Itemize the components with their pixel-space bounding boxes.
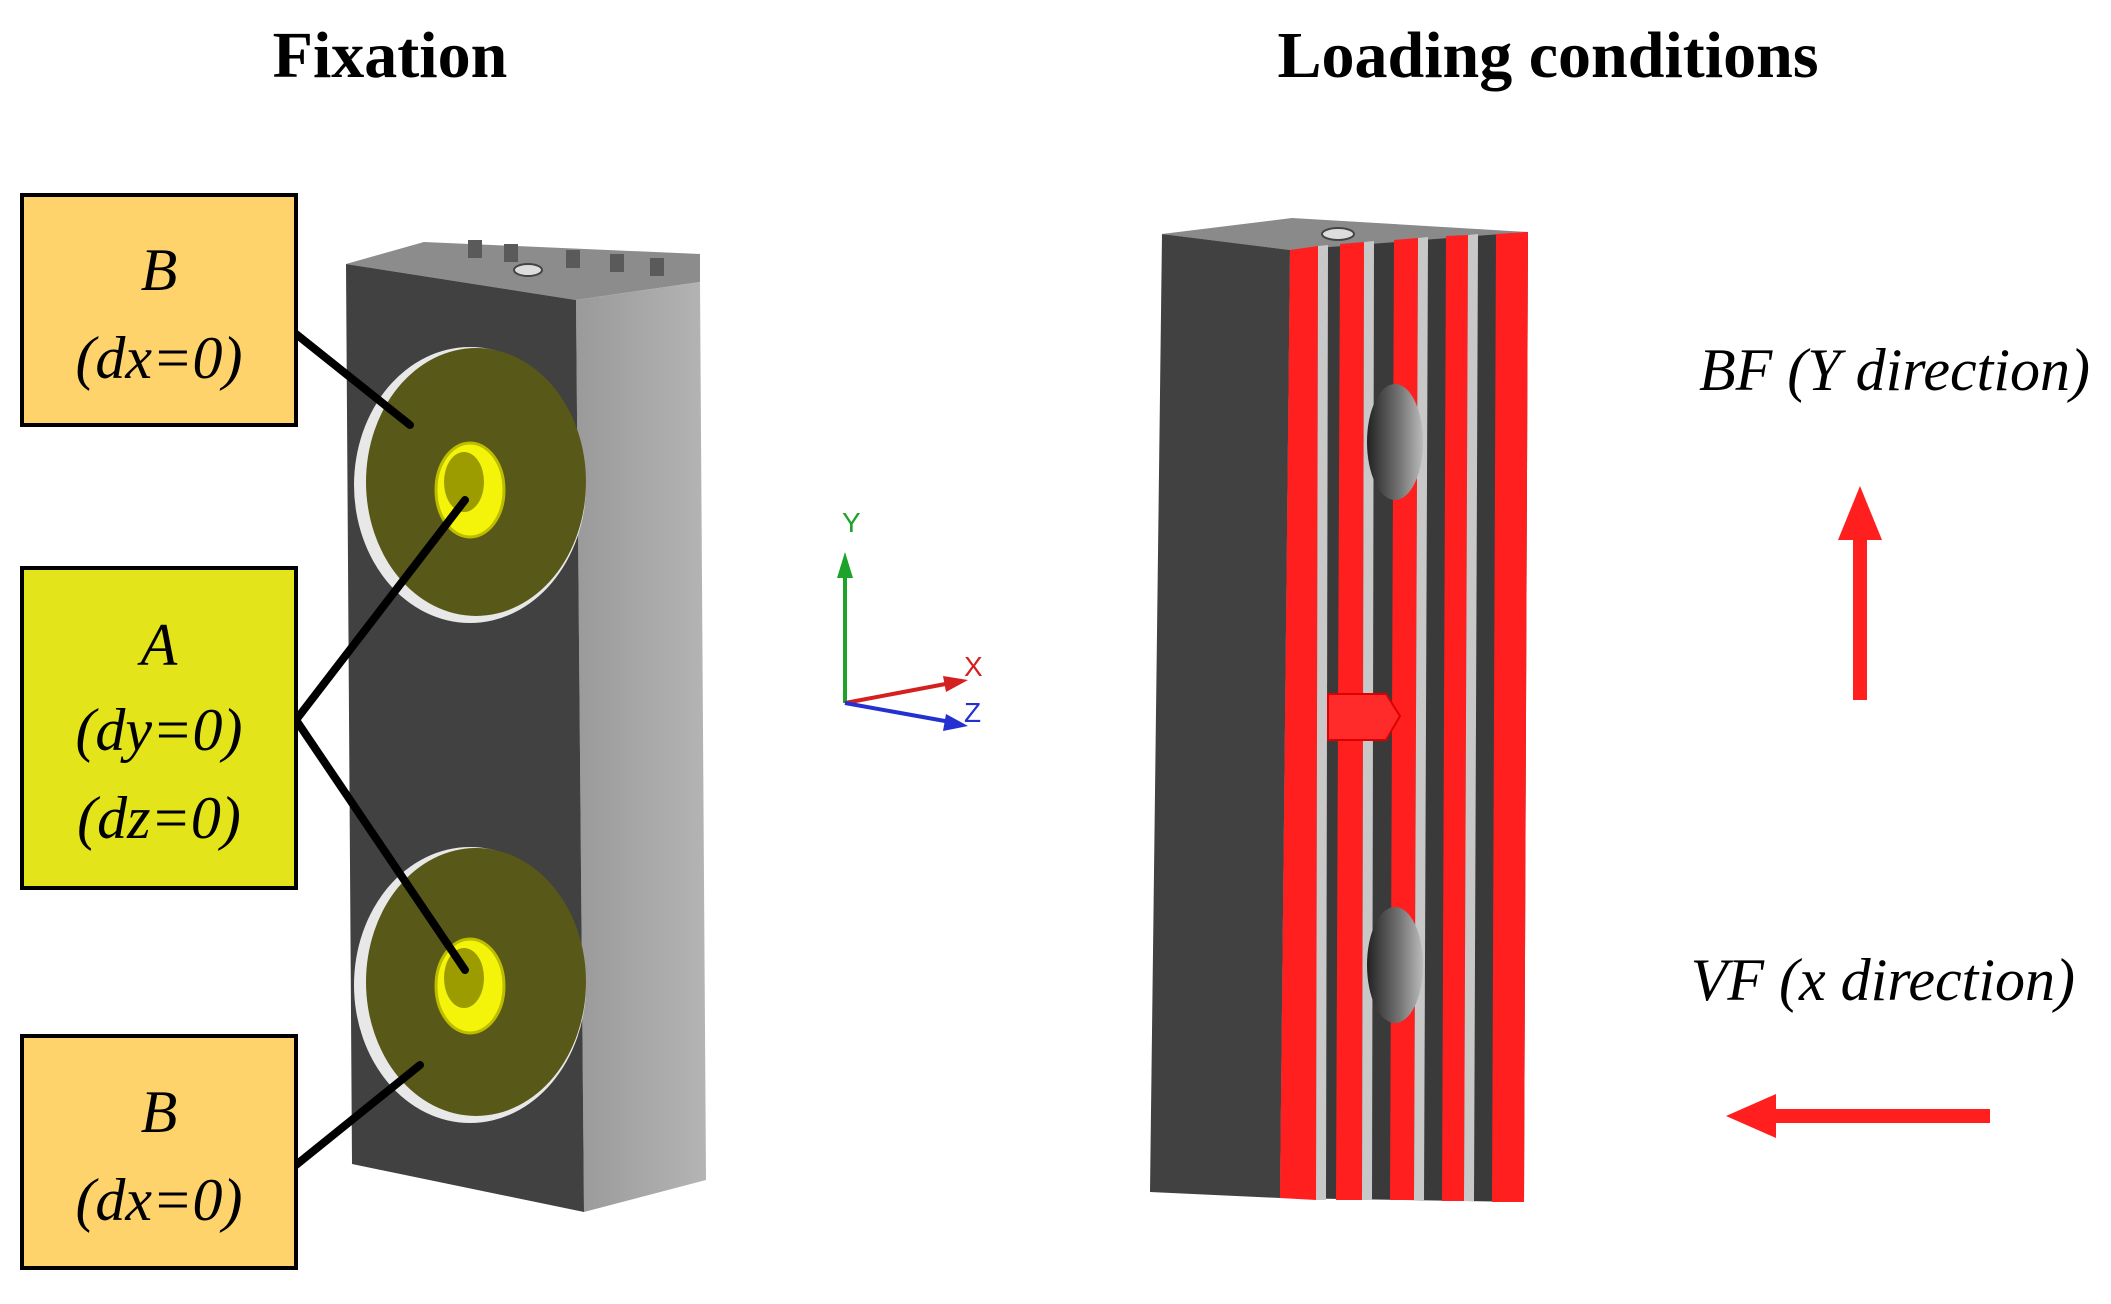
rib-5 (1492, 232, 1528, 1202)
upper-through-hole (1367, 384, 1423, 500)
label-box-b-bottom: B (dx=0) (20, 1034, 298, 1270)
block-top-hole (513, 263, 543, 277)
leader-a-lower (292, 716, 469, 974)
label-box-a: A (dy=0) (dz=0) (20, 566, 298, 890)
fixation-block (346, 240, 706, 1212)
vf-arrow-head (1726, 1094, 1776, 1138)
leader-lines (292, 330, 469, 1169)
fixation-title: Fixation (273, 19, 508, 92)
box-a-line2: (dy=0) (75, 697, 242, 763)
box-b-bottom-line2: (dx=0) (75, 1167, 242, 1233)
load-marker (1327, 693, 1402, 741)
upper-hole-inner (444, 452, 484, 512)
rib-4 (1442, 235, 1468, 1201)
loading-holes (1367, 384, 1423, 1023)
loading-block-front-face (1150, 234, 1290, 1198)
lower-through-hole (1367, 907, 1423, 1023)
axis-z-line (844, 701, 957, 725)
axis-y-label: Y (842, 507, 861, 538)
vf-arrow (1726, 1094, 1990, 1138)
lower-hole-inner (444, 948, 484, 1008)
leader-bottom-b (292, 1061, 424, 1169)
box-b-top-line2: (dx=0) (75, 325, 242, 391)
axis-y-arrowhead (837, 552, 853, 578)
block-side-face (576, 282, 706, 1212)
axis-x-line (844, 680, 957, 705)
vf-label: VF (x direction) (1691, 947, 2075, 1013)
leader-top-b (292, 330, 414, 429)
rib-1-edge (1316, 245, 1328, 1200)
axis-x-arrowhead (943, 676, 968, 692)
box-b-bottom-line1: B (141, 1079, 178, 1145)
bf-label: BF (Y direction) (1699, 337, 2090, 403)
rib-4-edge (1464, 234, 1478, 1201)
bf-arrow (1838, 486, 1882, 700)
axis-triad: Y X Z (837, 507, 983, 731)
loading-title: Loading conditions (1277, 19, 1818, 92)
rib-1 (1280, 246, 1318, 1200)
axis-x-label: X (964, 651, 983, 682)
block-top-notches (468, 240, 664, 276)
box-a-line1: A (137, 612, 178, 678)
loading-block (1150, 218, 1528, 1202)
leader-a-upper (292, 496, 469, 724)
axis-z-arrowhead (943, 714, 968, 731)
bf-arrow-head (1838, 486, 1882, 540)
box-b-top-line1: B (141, 237, 178, 303)
loading-block-top-hole (1321, 227, 1355, 241)
box-a-line3: (dz=0) (77, 785, 241, 851)
label-box-b-top: B (dx=0) (20, 193, 298, 427)
axis-z-label: Z (964, 697, 981, 728)
